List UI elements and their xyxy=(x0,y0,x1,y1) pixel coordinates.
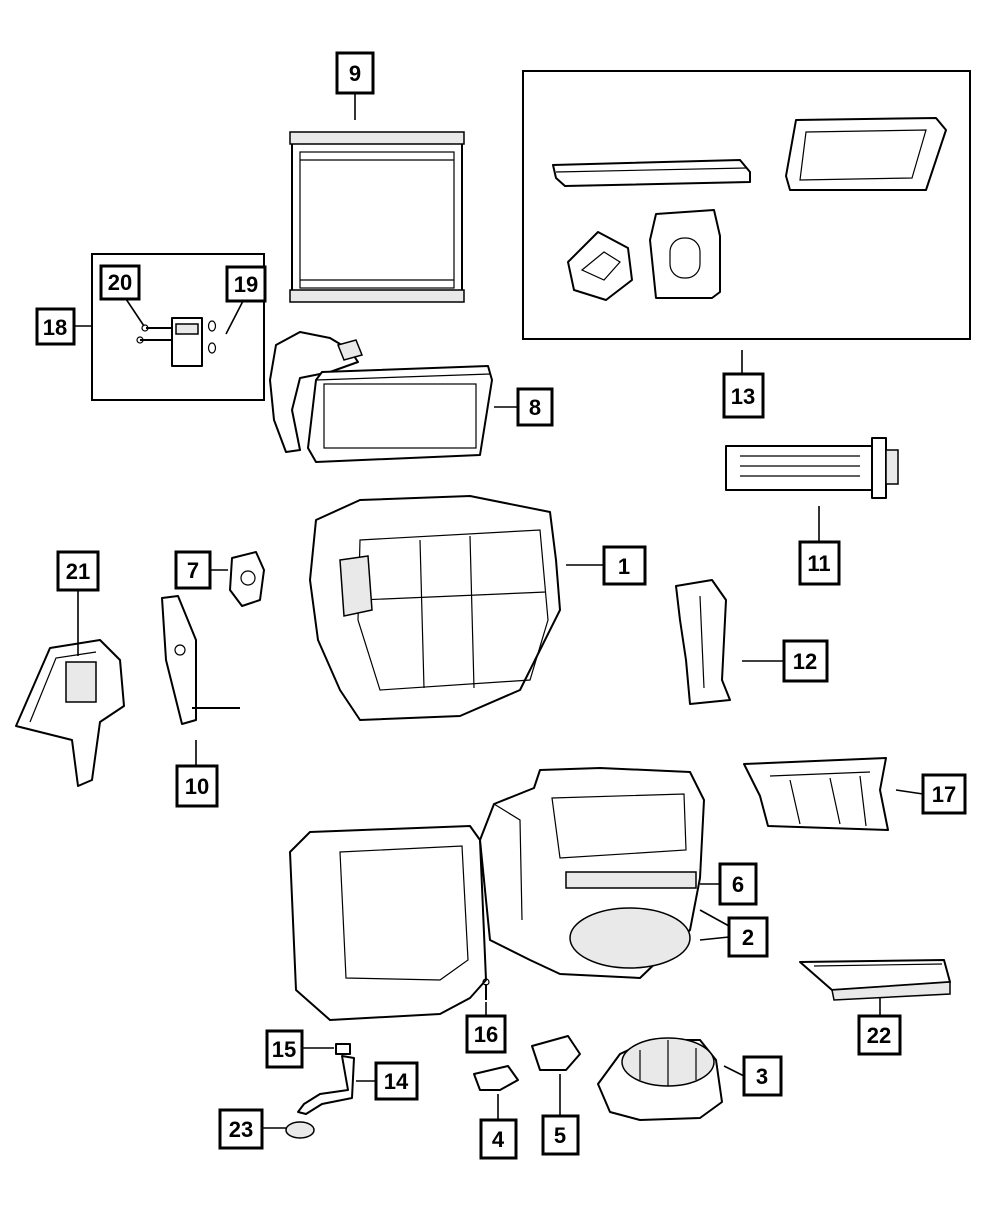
valve-screws-drawing xyxy=(136,324,172,344)
drain-hose-drawing xyxy=(297,1055,355,1115)
svg-text:14: 14 xyxy=(384,1069,409,1094)
hose-kit-gasket-plate-drawing xyxy=(649,209,721,299)
callout-4: 4 xyxy=(479,1118,518,1160)
grommet-drawing xyxy=(285,1121,315,1139)
drain-tube-clip-drawing xyxy=(335,1043,351,1055)
lower-hvac-housing-drawing xyxy=(289,767,705,1021)
callout-7: 7 xyxy=(174,550,212,590)
callout-6: 6 xyxy=(718,862,758,906)
callout-17: 17 xyxy=(921,773,967,815)
callout-1: 1 xyxy=(602,545,647,586)
svg-text:17: 17 xyxy=(932,782,956,807)
svg-text:8: 8 xyxy=(529,395,541,420)
svg-text:18: 18 xyxy=(43,315,67,340)
svg-text:22: 22 xyxy=(867,1023,891,1048)
door-linkage-sensor-drawing xyxy=(161,595,240,725)
kit-group-box-18 xyxy=(91,253,265,401)
callout-20: 20 xyxy=(99,264,141,301)
svg-text:2: 2 xyxy=(742,925,754,950)
svg-text:15: 15 xyxy=(272,1037,296,1062)
callout-21: 21 xyxy=(56,550,100,592)
o-rings-drawing xyxy=(207,320,217,354)
filter-door-screen-drawing xyxy=(743,757,889,831)
svg-text:20: 20 xyxy=(108,270,132,295)
mode-door-actuator-drawing xyxy=(229,551,265,607)
callout-12: 12 xyxy=(782,639,829,683)
svg-text:6: 6 xyxy=(732,872,744,897)
callout-15: 15 xyxy=(265,1029,304,1069)
hose-kit-bracket-drawing xyxy=(567,231,633,301)
callout-11: 11 xyxy=(798,540,841,586)
svg-text:3: 3 xyxy=(756,1064,768,1089)
svg-text:23: 23 xyxy=(229,1117,253,1142)
defrost-duct-drawing xyxy=(675,579,731,705)
callout-3: 3 xyxy=(742,1055,783,1097)
callout-19: 19 xyxy=(225,265,267,303)
svg-text:21: 21 xyxy=(66,559,90,584)
svg-text:5: 5 xyxy=(554,1123,566,1148)
svg-text:9: 9 xyxy=(349,61,361,86)
svg-text:7: 7 xyxy=(187,558,199,583)
blower-motor-drawing xyxy=(597,1037,723,1121)
callout-16: 16 xyxy=(465,1014,507,1054)
hose-kit-seal-strip-drawing xyxy=(552,159,751,187)
svg-text:19: 19 xyxy=(234,272,258,297)
callout-22: 22 xyxy=(857,1014,902,1056)
leader-lines xyxy=(74,93,924,1129)
svg-text:4: 4 xyxy=(492,1127,505,1152)
cabin-air-filter-drawing xyxy=(799,959,951,1001)
blower-filter-drawing xyxy=(565,871,697,889)
hose-kit-foam-pad-drawing xyxy=(785,117,947,191)
callout-10: 10 xyxy=(175,764,219,808)
blower-resistor-drawing xyxy=(473,1065,519,1091)
callout-23: 23 xyxy=(218,1108,264,1150)
callout-2: 2 xyxy=(727,916,769,958)
callout-18: 18 xyxy=(35,307,76,346)
ptc-heater-drawing xyxy=(725,437,899,499)
expansion-valve-drawing xyxy=(171,317,203,367)
callout-8: 8 xyxy=(516,387,554,427)
svg-text:11: 11 xyxy=(807,551,830,576)
svg-text:12: 12 xyxy=(793,649,817,674)
svg-text:1: 1 xyxy=(618,554,630,579)
evaporator-core-drawing xyxy=(289,131,465,303)
heater-core-drawing xyxy=(269,331,493,463)
callout-14: 14 xyxy=(374,1061,419,1101)
floor-distribution-duct-drawing xyxy=(15,639,125,787)
callout-13: 13 xyxy=(722,372,765,419)
upper-hvac-housing-drawing xyxy=(309,495,561,721)
callout-9: 9 xyxy=(335,51,375,95)
svg-text:16: 16 xyxy=(474,1022,498,1047)
svg-text:13: 13 xyxy=(731,384,755,409)
callout-5: 5 xyxy=(541,1114,580,1156)
blower-control-module-drawing xyxy=(531,1035,581,1071)
svg-text:10: 10 xyxy=(185,774,209,799)
fastener-drawing xyxy=(482,978,490,1000)
kit-group-box-13 xyxy=(522,70,971,340)
